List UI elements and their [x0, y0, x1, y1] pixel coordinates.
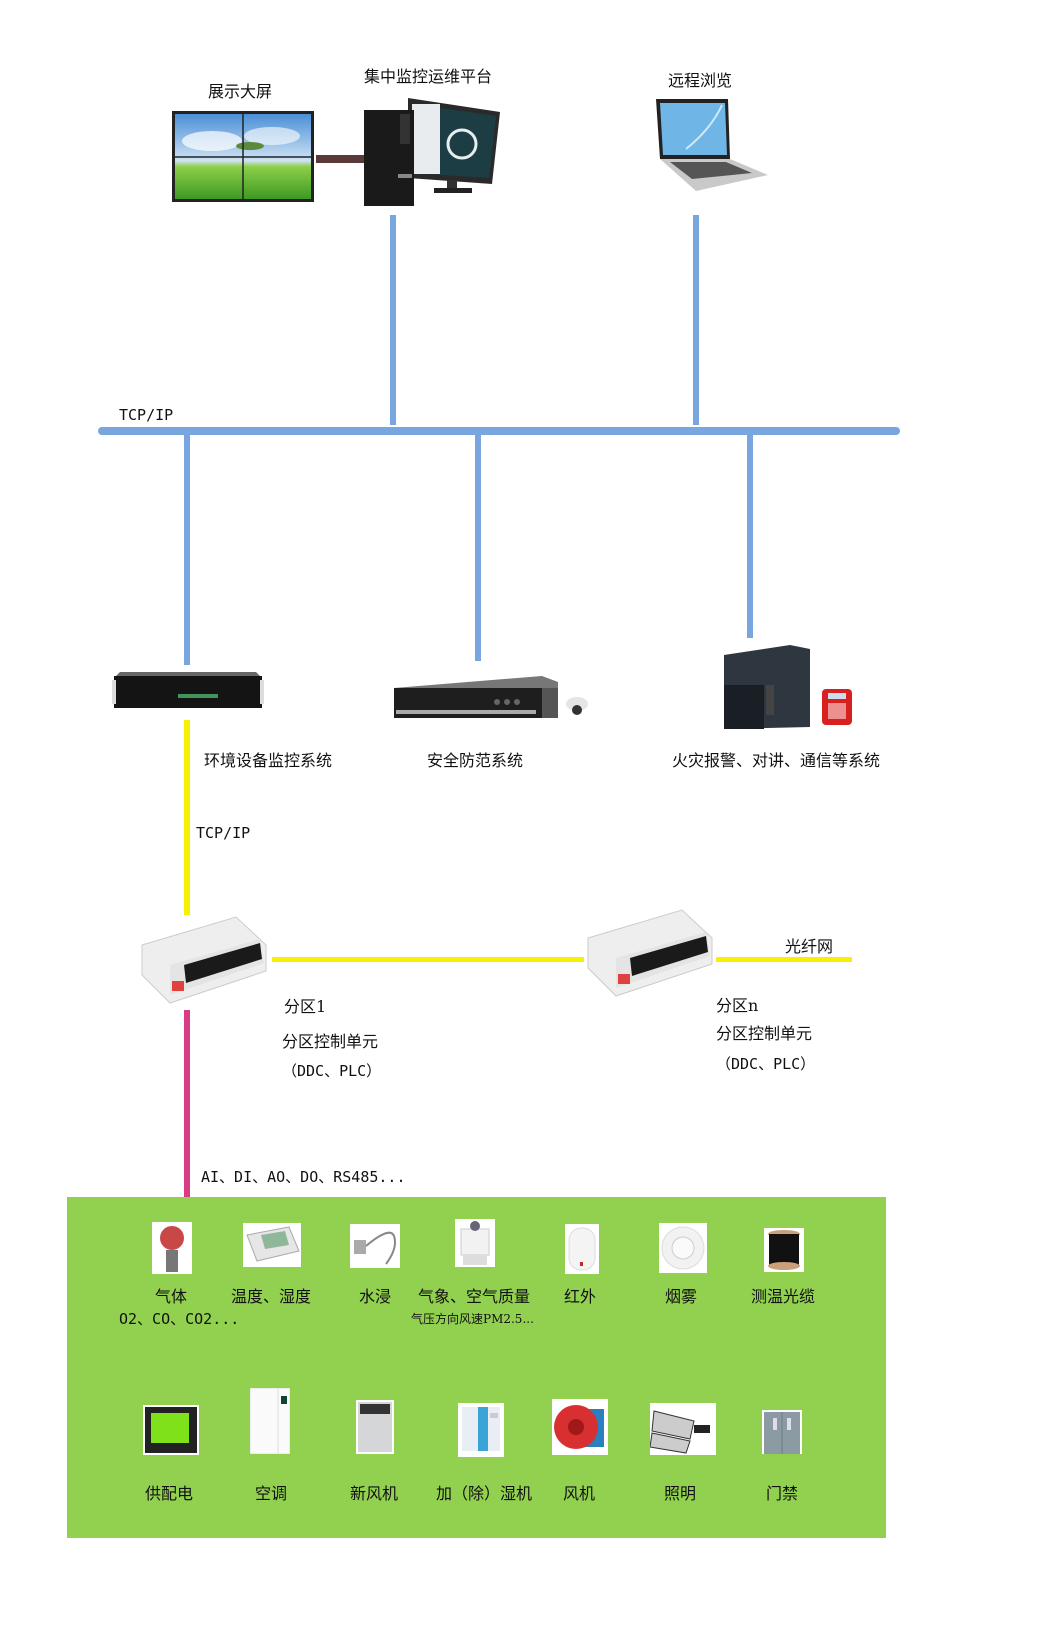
sensor-label-infrared: 红外: [564, 1287, 597, 1306]
fire-drop-line: [747, 433, 753, 638]
water-leak-sensor-icon: [350, 1224, 400, 1268]
floodlight-icon: [649, 1403, 716, 1455]
zone-link-line: [272, 957, 584, 962]
zone-n-controller-icon: [586, 908, 714, 998]
axial-fan-icon: [552, 1399, 608, 1455]
security-drop-line: [475, 433, 481, 661]
env-to-zone-line: [184, 720, 190, 915]
sensor-label-water-leak: 水浸: [359, 1287, 392, 1306]
sensor-label-smoke: 烟雾: [665, 1287, 698, 1306]
zone-1-unit: 分区控制单元: [282, 1032, 379, 1051]
display-wall-label: 展示大屏: [208, 82, 273, 101]
tower-server-phone-icon: [722, 645, 858, 730]
gas-detector-icon: [152, 1222, 192, 1274]
thermo-hygrometer-icon: [243, 1223, 301, 1267]
laptop-icon: [656, 99, 772, 191]
zone-1-controller-icon: [140, 915, 268, 1005]
sensor-label-temp-humidity: 温度、湿度: [231, 1287, 312, 1306]
nvr-camera-icon: [392, 670, 592, 728]
remote-browse-label: 远程浏览: [668, 71, 733, 90]
air-conditioner-icon: [249, 1387, 291, 1455]
equipment-label-fresh-air: 新风机: [350, 1484, 399, 1503]
fiber-network-label: 光纤网: [785, 937, 834, 956]
equipment-label-fan: 风机: [563, 1484, 596, 1503]
humidifier-icon: [458, 1403, 504, 1457]
sensor-label-fiber-temp: 测温光缆: [751, 1287, 816, 1306]
desktop-computer-icon: [362, 96, 502, 208]
zone-n-type: （DDC、PLC）: [716, 1055, 816, 1073]
fresh-air-unit-icon: [356, 1400, 394, 1454]
sensor-label-gas: 气体: [155, 1287, 188, 1306]
platform-uplink: [390, 215, 396, 425]
env-drop-line: [184, 433, 190, 665]
weather-station-icon: [455, 1219, 495, 1267]
remote-uplink: [693, 215, 699, 425]
zone-n-unit: 分区控制单元: [716, 1024, 813, 1043]
equipment-label-ac: 空调: [255, 1484, 288, 1503]
zone-1-type: （DDC、PLC）: [282, 1062, 382, 1080]
equipment-label-humidifier: 加（除）湿机: [436, 1484, 533, 1503]
tcpip-backbone: [98, 427, 900, 435]
lower-protocol-label: TCP/IP: [196, 824, 251, 842]
equipment-label-lighting: 照明: [664, 1484, 697, 1503]
display-link-cable: [316, 155, 364, 163]
power-meter-icon: [143, 1405, 199, 1455]
zone-1-name: 分区1: [284, 997, 327, 1016]
env-monitor-system-label: 环境设备监控系统: [204, 751, 333, 770]
access-door-icon: [762, 1410, 802, 1454]
backbone-protocol-label: TCP/IP: [119, 406, 174, 424]
fiber-cable-reel-icon: [764, 1228, 804, 1272]
security-system-label: 安全防范系统: [427, 751, 524, 770]
central-platform-label: 集中监控运维平台: [364, 67, 493, 86]
infrared-detector-icon: [565, 1224, 599, 1274]
smoke-detector-icon: [659, 1223, 707, 1273]
sensor-sub-gas: O2、CO、CO2...: [119, 1310, 240, 1328]
equipment-label-power: 供配电: [145, 1484, 194, 1503]
sensor-label-weather: 气象、空气质量: [418, 1287, 531, 1306]
io-types-label: AI、DI、AO、DO、RS485...: [201, 1168, 406, 1186]
fiber-out-line: [716, 957, 852, 962]
field-io-line: [184, 1010, 190, 1200]
equipment-label-access: 门禁: [766, 1484, 799, 1503]
zone-n-name: 分区n: [716, 996, 759, 1015]
fire-comm-system-label: 火灾报警、对讲、通信等系统: [672, 751, 881, 770]
video-wall-icon: [172, 111, 314, 202]
sensor-sub-weather: 气压方向风速PM2.5...: [411, 1312, 534, 1326]
rack-server-icon: [112, 668, 264, 708]
